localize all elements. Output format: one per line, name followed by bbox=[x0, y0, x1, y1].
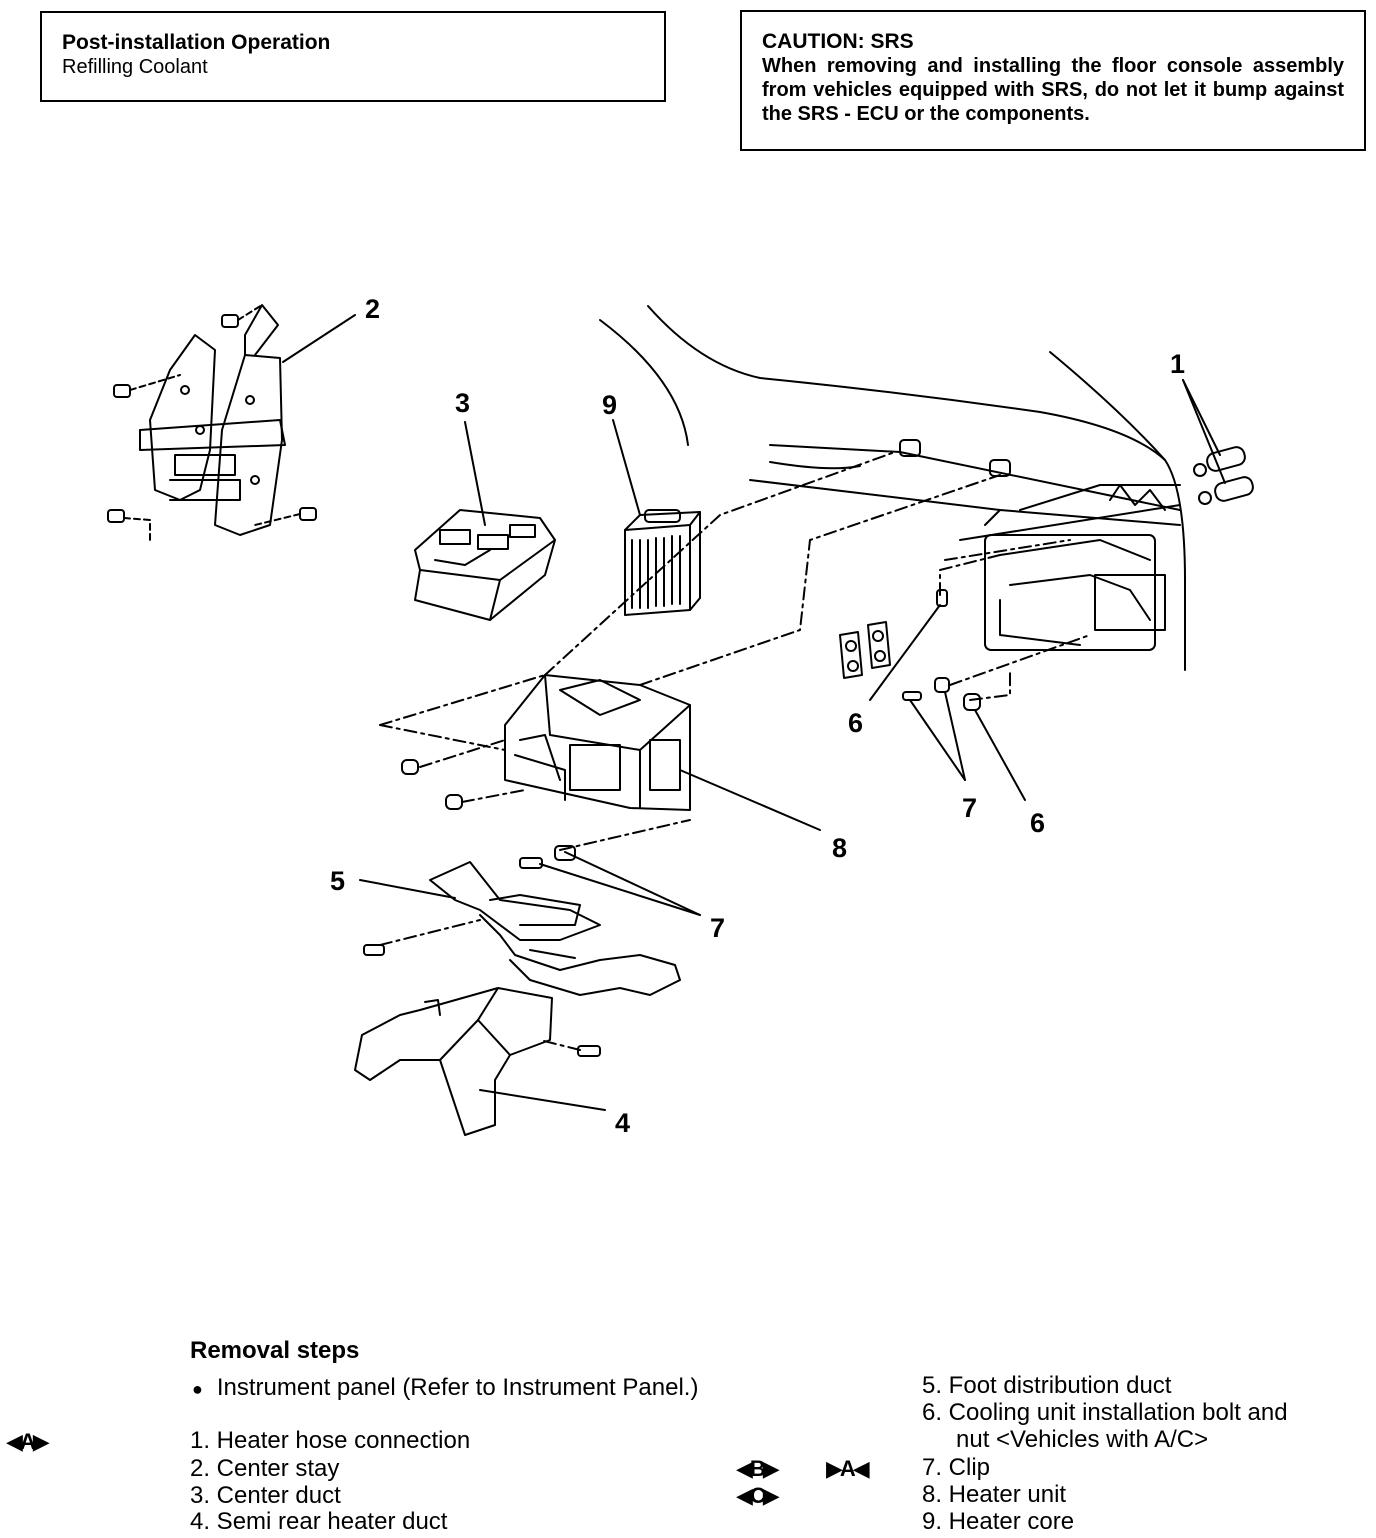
mark-a: ◀A▶ bbox=[6, 1429, 50, 1454]
callout-2: 2 bbox=[365, 294, 380, 324]
step-left-2: 2. Center stay bbox=[190, 1455, 340, 1482]
removal-heading: Removal steps bbox=[190, 1337, 360, 1364]
leader-lines bbox=[359, 604, 1026, 1111]
mark-c: ◀C▶ bbox=[736, 1483, 780, 1508]
step-right-8: 8. Heater unit bbox=[922, 1481, 1067, 1508]
mark-a-reverse: ▶A◀ bbox=[826, 1456, 870, 1481]
dashboard-outline bbox=[599, 305, 1186, 671]
mark-b: ◀B▶ bbox=[736, 1456, 780, 1481]
heater-unit bbox=[504, 674, 821, 831]
callout-7c: 7 bbox=[710, 913, 725, 943]
assembly-lines bbox=[379, 451, 1091, 1051]
bullet-icon: ● bbox=[192, 1379, 203, 1399]
caution-title: CAUTION: SRS bbox=[762, 30, 914, 53]
step-left-4: 4. Semi rear heater duct bbox=[190, 1508, 448, 1535]
callout-labels: 1 2 3 4 5 6 6 7 7 7 8 9 bbox=[330, 294, 1185, 1138]
callout-6a: 6 bbox=[848, 708, 863, 738]
heater-core bbox=[612, 419, 701, 616]
step-right-9: 9. Heater core bbox=[922, 1508, 1075, 1535]
caution-box: CAUTION: SRS When removing and installin… bbox=[740, 10, 1366, 151]
center-duct bbox=[414, 421, 556, 621]
callout-6b: 6 bbox=[1030, 808, 1045, 838]
heater-hose-connectors bbox=[1182, 379, 1254, 505]
exploded-diagram: 1 2 3 4 5 6 6 7 7 7 8 9 bbox=[107, 294, 1254, 1138]
post-installation-box: Post-installation Operation Refilling Co… bbox=[40, 11, 666, 102]
step-right-7: 7. Clip bbox=[922, 1454, 991, 1481]
step-right-6-cont: nut <Vehicles with A/C> bbox=[956, 1426, 1209, 1453]
post-installation-title: Post-installation Operation bbox=[62, 31, 331, 54]
callout-5: 5 bbox=[330, 866, 345, 896]
foot-distribution-duct bbox=[429, 861, 681, 996]
callout-7a: 7 bbox=[962, 793, 977, 823]
callout-8: 8 bbox=[832, 833, 847, 863]
prestep-text: Instrument panel (Refer to Instrument Pa… bbox=[216, 1374, 699, 1401]
callout-3: 3 bbox=[455, 388, 470, 418]
fasteners bbox=[363, 439, 1011, 1057]
post-installation-line: Refilling Coolant bbox=[62, 56, 208, 78]
caution-body: When removing and installing the floor c… bbox=[762, 55, 1344, 125]
step-right-6: 6. Cooling unit installation bolt and bbox=[922, 1399, 1288, 1426]
callout-9: 9 bbox=[602, 390, 617, 420]
center-stay-bracket bbox=[107, 304, 356, 541]
callout-1: 1 bbox=[1170, 349, 1185, 379]
callout-4: 4 bbox=[615, 1108, 630, 1138]
semi-rear-heater-duct bbox=[354, 987, 553, 1136]
step-right-5: 5. Foot distribution duct bbox=[922, 1372, 1172, 1399]
step-left-3: 3. Center duct bbox=[190, 1482, 341, 1509]
removal-prestep: ● Instrument panel (Refer to Instrument P… bbox=[192, 1374, 698, 1403]
step-left-1: 1. Heater hose connection bbox=[190, 1427, 471, 1454]
